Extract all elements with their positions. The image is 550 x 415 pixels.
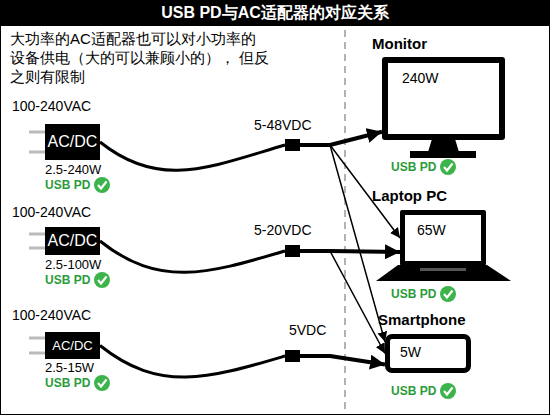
- power-arrow: [300, 251, 385, 354]
- monitor-screen: Monitor240W: [382, 57, 505, 140]
- laptop-base: [376, 265, 511, 281]
- check-badge: [94, 272, 110, 288]
- usb-pd-badge-text: USB PD: [391, 287, 436, 301]
- adapter-box: AC/DC: [45, 124, 100, 160]
- cable-wire: [100, 142, 285, 170]
- usb-plug: 5-20VDC: [285, 245, 300, 257]
- power-arrow-main: [300, 356, 385, 364]
- usb-pd-badge-text: USB PD: [391, 160, 436, 174]
- input-voltage: 100-240VAC: [12, 204, 91, 220]
- node-text: AC/DC: [45, 332, 100, 359]
- check-badge: [440, 286, 456, 302]
- usb-pd-badge-text: USB PD: [45, 376, 90, 390]
- power-range: 2.5-240W: [45, 162, 101, 177]
- voltage-label: 5-48VDC: [254, 117, 312, 133]
- divider-line: [344, 30, 346, 410]
- node-text: AC/DC: [45, 227, 100, 255]
- input-voltage: 100-240VAC: [12, 98, 91, 114]
- usb-pd-badge-text: USB PD: [391, 384, 436, 398]
- check-badge: [440, 383, 456, 399]
- plug-prong: [29, 131, 45, 134]
- monitor-stand: [428, 139, 459, 152]
- power-range: 2.5-15W: [45, 360, 94, 375]
- plug-prong: [29, 151, 45, 154]
- intro-note: 大功率的AC适配器也可以对小功率的 设备供电（大的可以兼顾小的）， 但反之则有限…: [10, 29, 272, 86]
- title-bar: USB PD与AC适配器的对应关系: [0, 0, 550, 26]
- cable-wire: [100, 346, 285, 378]
- voltage-label: 5-20VDC: [254, 222, 312, 238]
- monitor-base: [410, 151, 476, 158]
- phone-screen: Smartphone5W: [385, 334, 471, 373]
- input-voltage: 100-240VAC: [12, 307, 91, 323]
- power-rating: 65W: [417, 222, 446, 238]
- plug-prong: [29, 233, 45, 236]
- usb-plug: 5VDC: [285, 350, 300, 362]
- laptop-touchpad: [420, 268, 466, 271]
- device-name: Monitor: [372, 35, 427, 52]
- power-rating: 5W: [400, 344, 421, 360]
- power-range: 2.5-100W: [45, 257, 101, 272]
- laptop-screen: Laptop PC65W: [400, 210, 486, 266]
- cable-wire: [100, 241, 285, 272]
- power-rating: 240W: [402, 70, 439, 86]
- node-text: AC/DC: [45, 124, 100, 160]
- power-arrow-main: [300, 132, 382, 145]
- plug-prong: [29, 352, 45, 355]
- usb-pd-badge-text: USB PD: [45, 178, 90, 192]
- check-badge: [94, 177, 110, 193]
- plug-prong: [29, 337, 45, 340]
- usb-plug: 5-48VDC: [285, 139, 300, 151]
- check-badge: [94, 375, 110, 391]
- plug-prong: [29, 247, 45, 250]
- voltage-label: 5VDC: [289, 322, 326, 338]
- device-name: Smartphone: [378, 311, 466, 328]
- adapter-box: AC/DC: [45, 332, 100, 359]
- diagram-title: USB PD与AC适配器的对应关系: [0, 0, 550, 26]
- usb-pd-badge-text: USB PD: [45, 273, 90, 287]
- adapter-box: AC/DC: [45, 227, 100, 255]
- check-badge: [440, 159, 456, 175]
- device-name: Laptop PC: [372, 187, 447, 204]
- power-arrow: [300, 145, 385, 342]
